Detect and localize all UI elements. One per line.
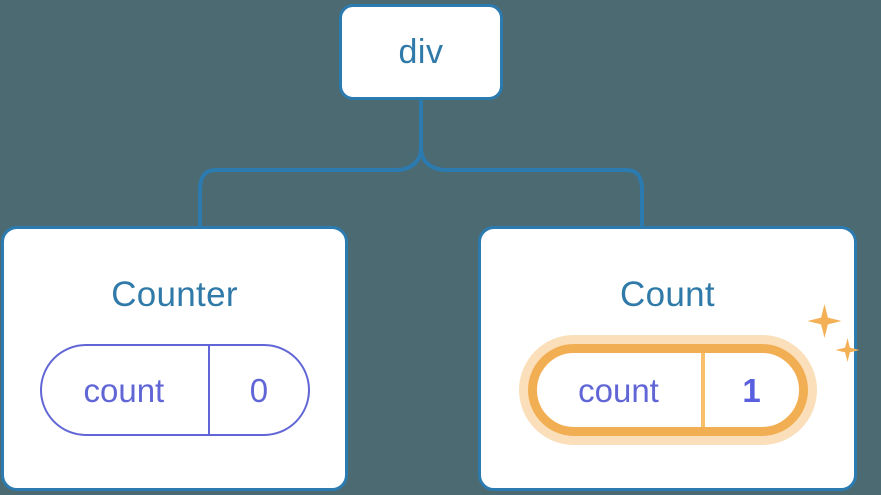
tree-node-root[interactable]: div <box>339 4 503 100</box>
component-card-title: Counter <box>111 275 238 314</box>
state-pill-wrapper: count 0 <box>39 344 310 436</box>
component-card-counter[interactable]: Counter count 0 <box>1 226 348 491</box>
state-pill-wrapper: count 1 <box>527 304 860 436</box>
component-card-count[interactable]: Count count 1 <box>478 226 860 491</box>
tree-node-root-label: div <box>398 33 444 71</box>
sparkle-group <box>806 302 866 382</box>
sparkle-large-icon <box>807 304 842 338</box>
state-pill-key: count <box>537 353 705 427</box>
component-card-title: Count <box>620 275 715 314</box>
state-pill-key: count <box>42 346 211 434</box>
state-pill-highlighted[interactable]: count 1 <box>527 344 808 436</box>
sparkle-small-icon <box>835 338 860 362</box>
state-pill-value: 1 <box>742 371 761 409</box>
state-pill-value: 0 <box>249 371 269 409</box>
state-pill[interactable]: count 0 <box>39 344 310 436</box>
